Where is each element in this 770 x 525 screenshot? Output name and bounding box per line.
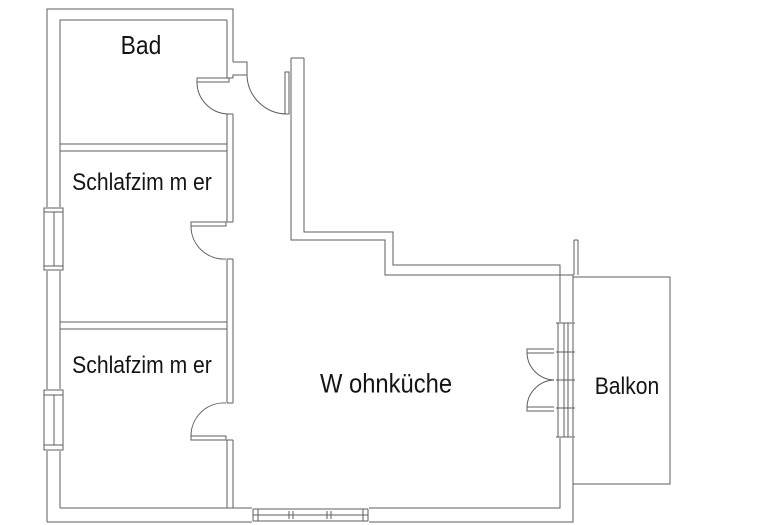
room-label-balkon: Balkon xyxy=(594,373,660,400)
wall-stub xyxy=(573,239,579,275)
schlafzimmer-1-door xyxy=(190,221,227,260)
room-label-wohnkueche: W ohnküche xyxy=(319,368,453,399)
balkon-outline xyxy=(573,276,671,485)
schlafzimmer-1-window xyxy=(43,207,64,271)
balkon-door xyxy=(526,348,558,412)
schlafzimmer-2-window xyxy=(43,389,64,451)
wohnkueche-window xyxy=(252,506,369,524)
room-label-bad: Bad xyxy=(120,30,162,60)
schlafzimmer-2-door xyxy=(190,402,227,441)
bad-door xyxy=(196,77,230,115)
interior-walls xyxy=(60,20,234,508)
exterior-walls xyxy=(46,8,579,523)
balkon-window xyxy=(554,322,577,438)
room-label-schlafzimmer-1: Schlafzim m er xyxy=(72,169,212,196)
entrance-door xyxy=(246,71,290,115)
room-label-schlafzimmer-2: Schlafzim m er xyxy=(72,352,212,379)
